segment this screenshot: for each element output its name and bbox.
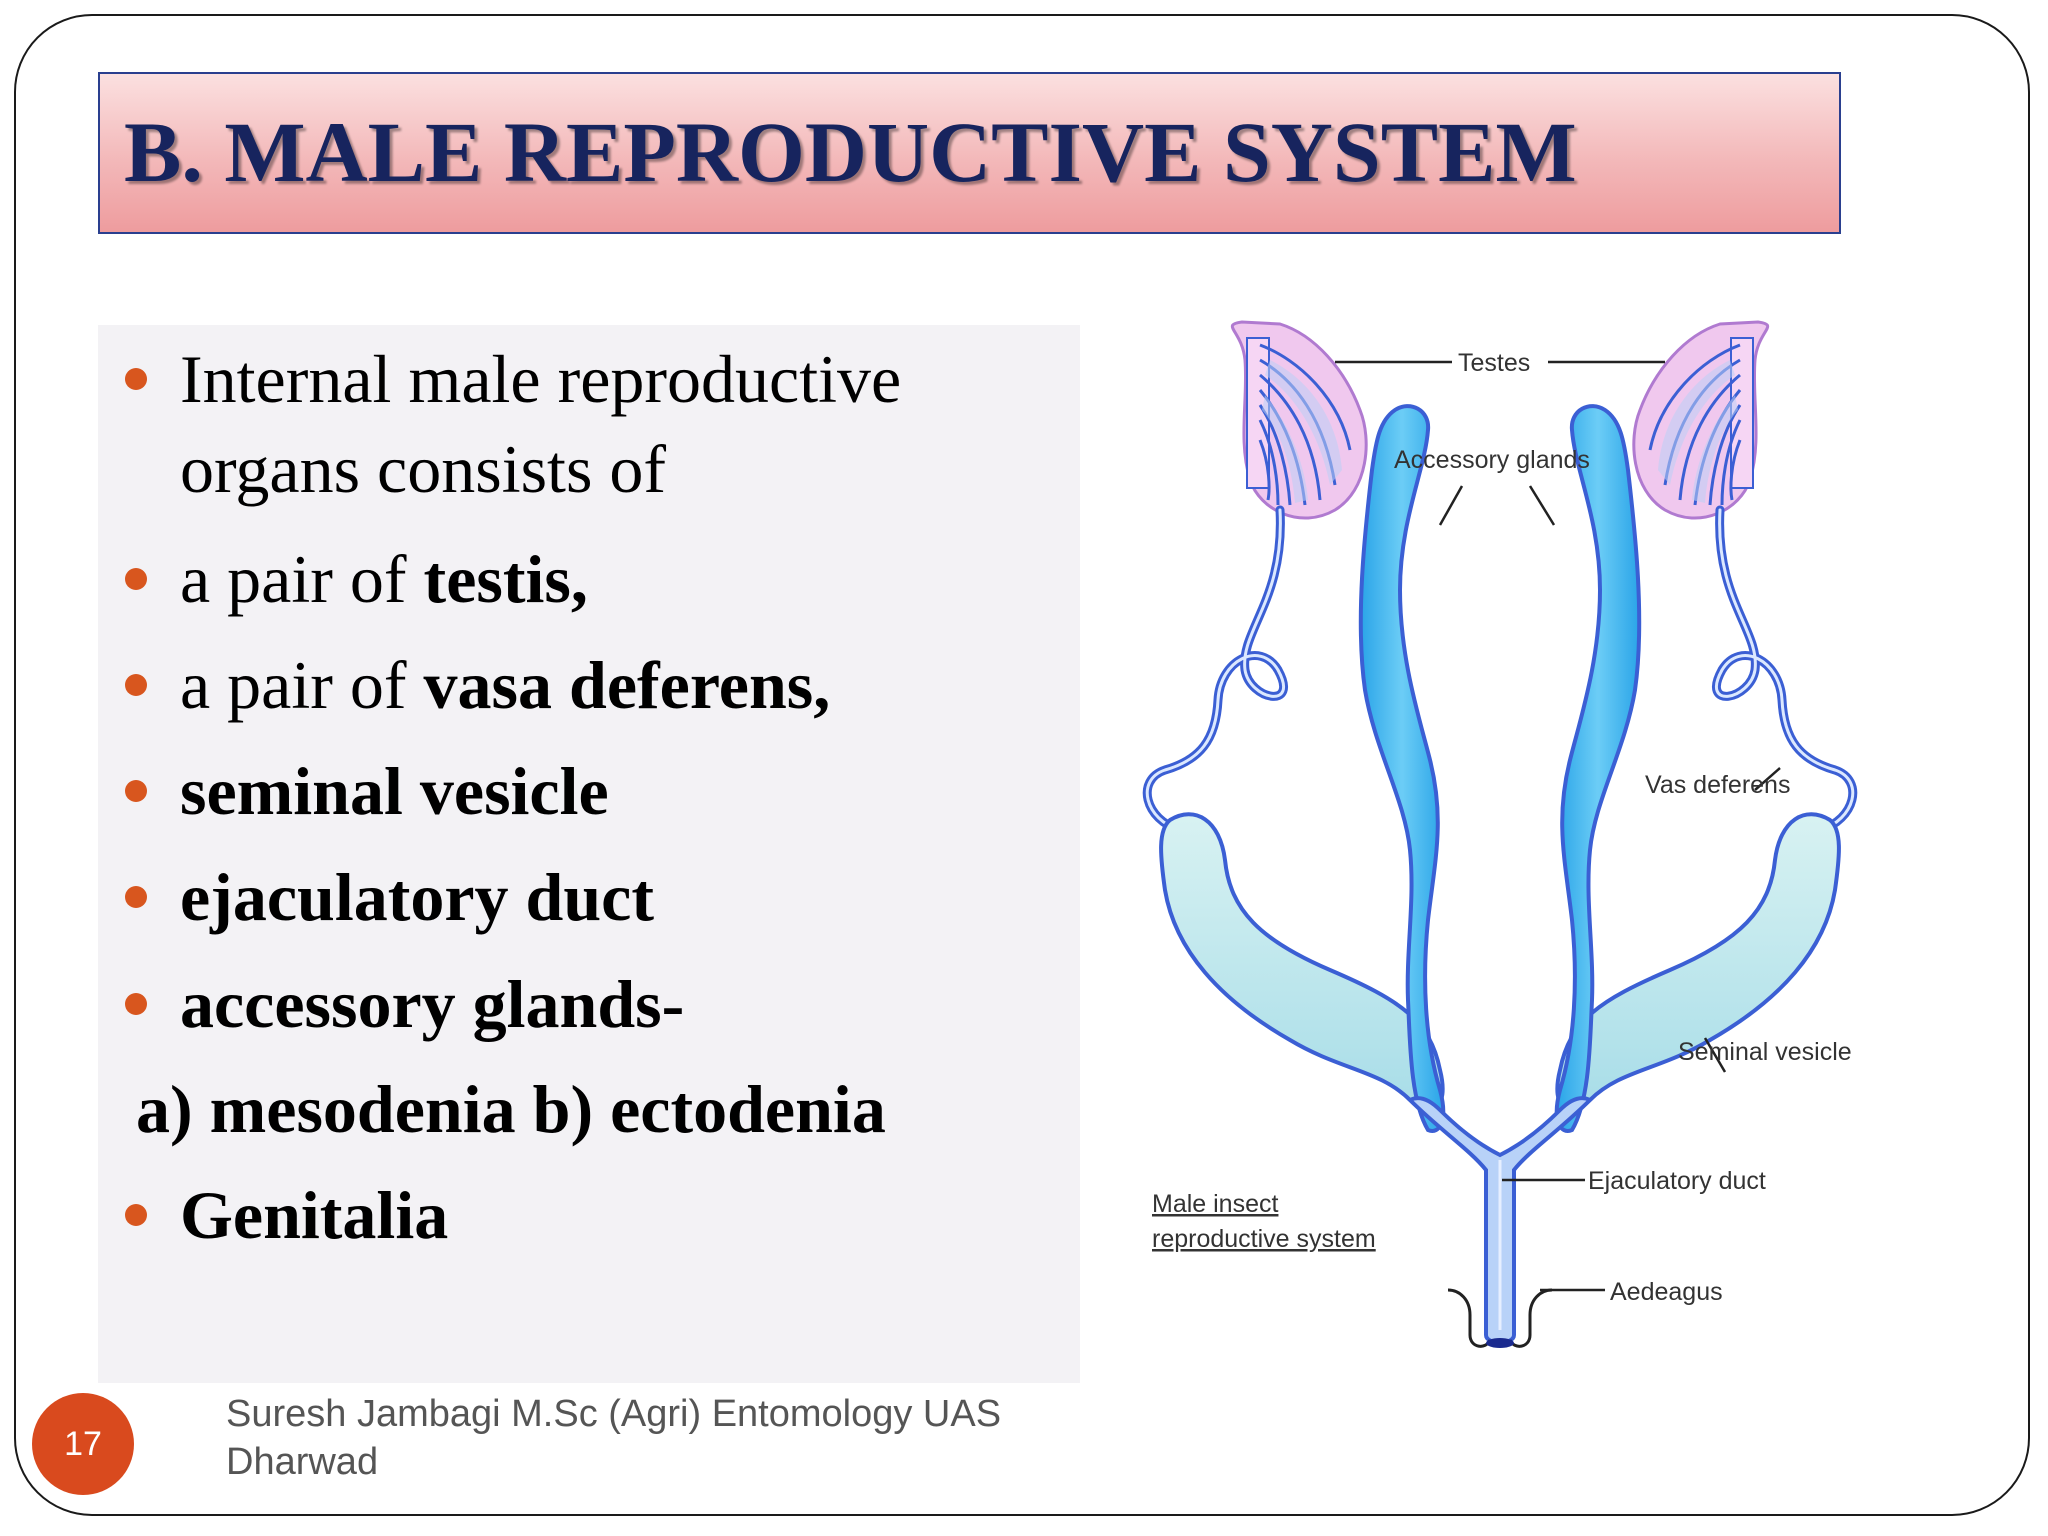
label-aedeagus: Aedeagus: [1610, 1278, 1723, 1306]
left-vas-deferens: [1142, 505, 1288, 835]
slide-title: B. MALE REPRODUCTIVE SYSTEM: [124, 104, 1577, 200]
left-seminal-vesicle: [1159, 812, 1445, 1112]
page-number-badge: 17: [32, 1393, 134, 1495]
title-bar: B. MALE REPRODUCTIVE SYSTEM: [98, 72, 1841, 234]
bullet-item-ejaculatory-duct: ejaculatory duct: [180, 859, 655, 935]
page-number: 17: [64, 1424, 102, 1463]
label-vas-deferens: Vas deferens: [1645, 771, 1790, 799]
label-accessory-glands: Accessory glands: [1394, 446, 1590, 474]
label-seminal-vesicle: Seminal vesicle: [1678, 1038, 1852, 1066]
label-ejaculatory-duct: Ejaculatory duct: [1588, 1167, 1766, 1195]
footer-author-line-1: Suresh Jambagi M.Sc (Agri) Entomology UA…: [226, 1393, 1002, 1435]
bullet-item-testis: a pair of testis,: [180, 541, 588, 617]
bullet-dot-icon: [125, 568, 147, 590]
bullet-dot-icon: [125, 993, 147, 1015]
bullet-item-accessory-glands: accessory glands-: [180, 966, 685, 1042]
bullet-item-genitalia: Genitalia: [180, 1177, 449, 1253]
bullet-item: Internal male reproductive: [180, 341, 902, 417]
right-testis-icon: [1632, 320, 1770, 520]
bullet-dot-icon: [125, 1204, 147, 1226]
bullet-item-seminal-vesicle: seminal vesicle: [180, 753, 609, 829]
sub-item-mesodenia-ectodenia: a) mesodenia b) ectodenia: [136, 1071, 886, 1147]
bullet-content-box: Internal male reproductive organs consis…: [98, 325, 1080, 1383]
bullet-dot-icon: [125, 780, 147, 802]
male-reproductive-system-diagram: Testes Accessory glands Vas deferens Sem…: [1142, 320, 1858, 1348]
bullet-dot-icon: [125, 368, 147, 390]
caption-line-1: Male insect: [1152, 1190, 1278, 1218]
label-testes: Testes: [1458, 349, 1530, 377]
left-testis-icon: [1230, 320, 1368, 520]
bullet-dot-icon: [125, 886, 147, 908]
bullet-item-vasa-deferens: a pair of vasa deferens,: [180, 647, 831, 723]
footer-author: Suresh Jambagi M.Sc (Agri) Entomology UA…: [226, 1390, 1126, 1486]
footer-author-line-2: Dharwad: [226, 1441, 379, 1483]
aedeagus-icon: [1447, 1288, 1553, 1348]
bullet-item-continuation: organs consists of: [180, 431, 667, 507]
caption-line-2: reproductive system: [1152, 1225, 1376, 1253]
bullet-dot-icon: [125, 674, 147, 696]
